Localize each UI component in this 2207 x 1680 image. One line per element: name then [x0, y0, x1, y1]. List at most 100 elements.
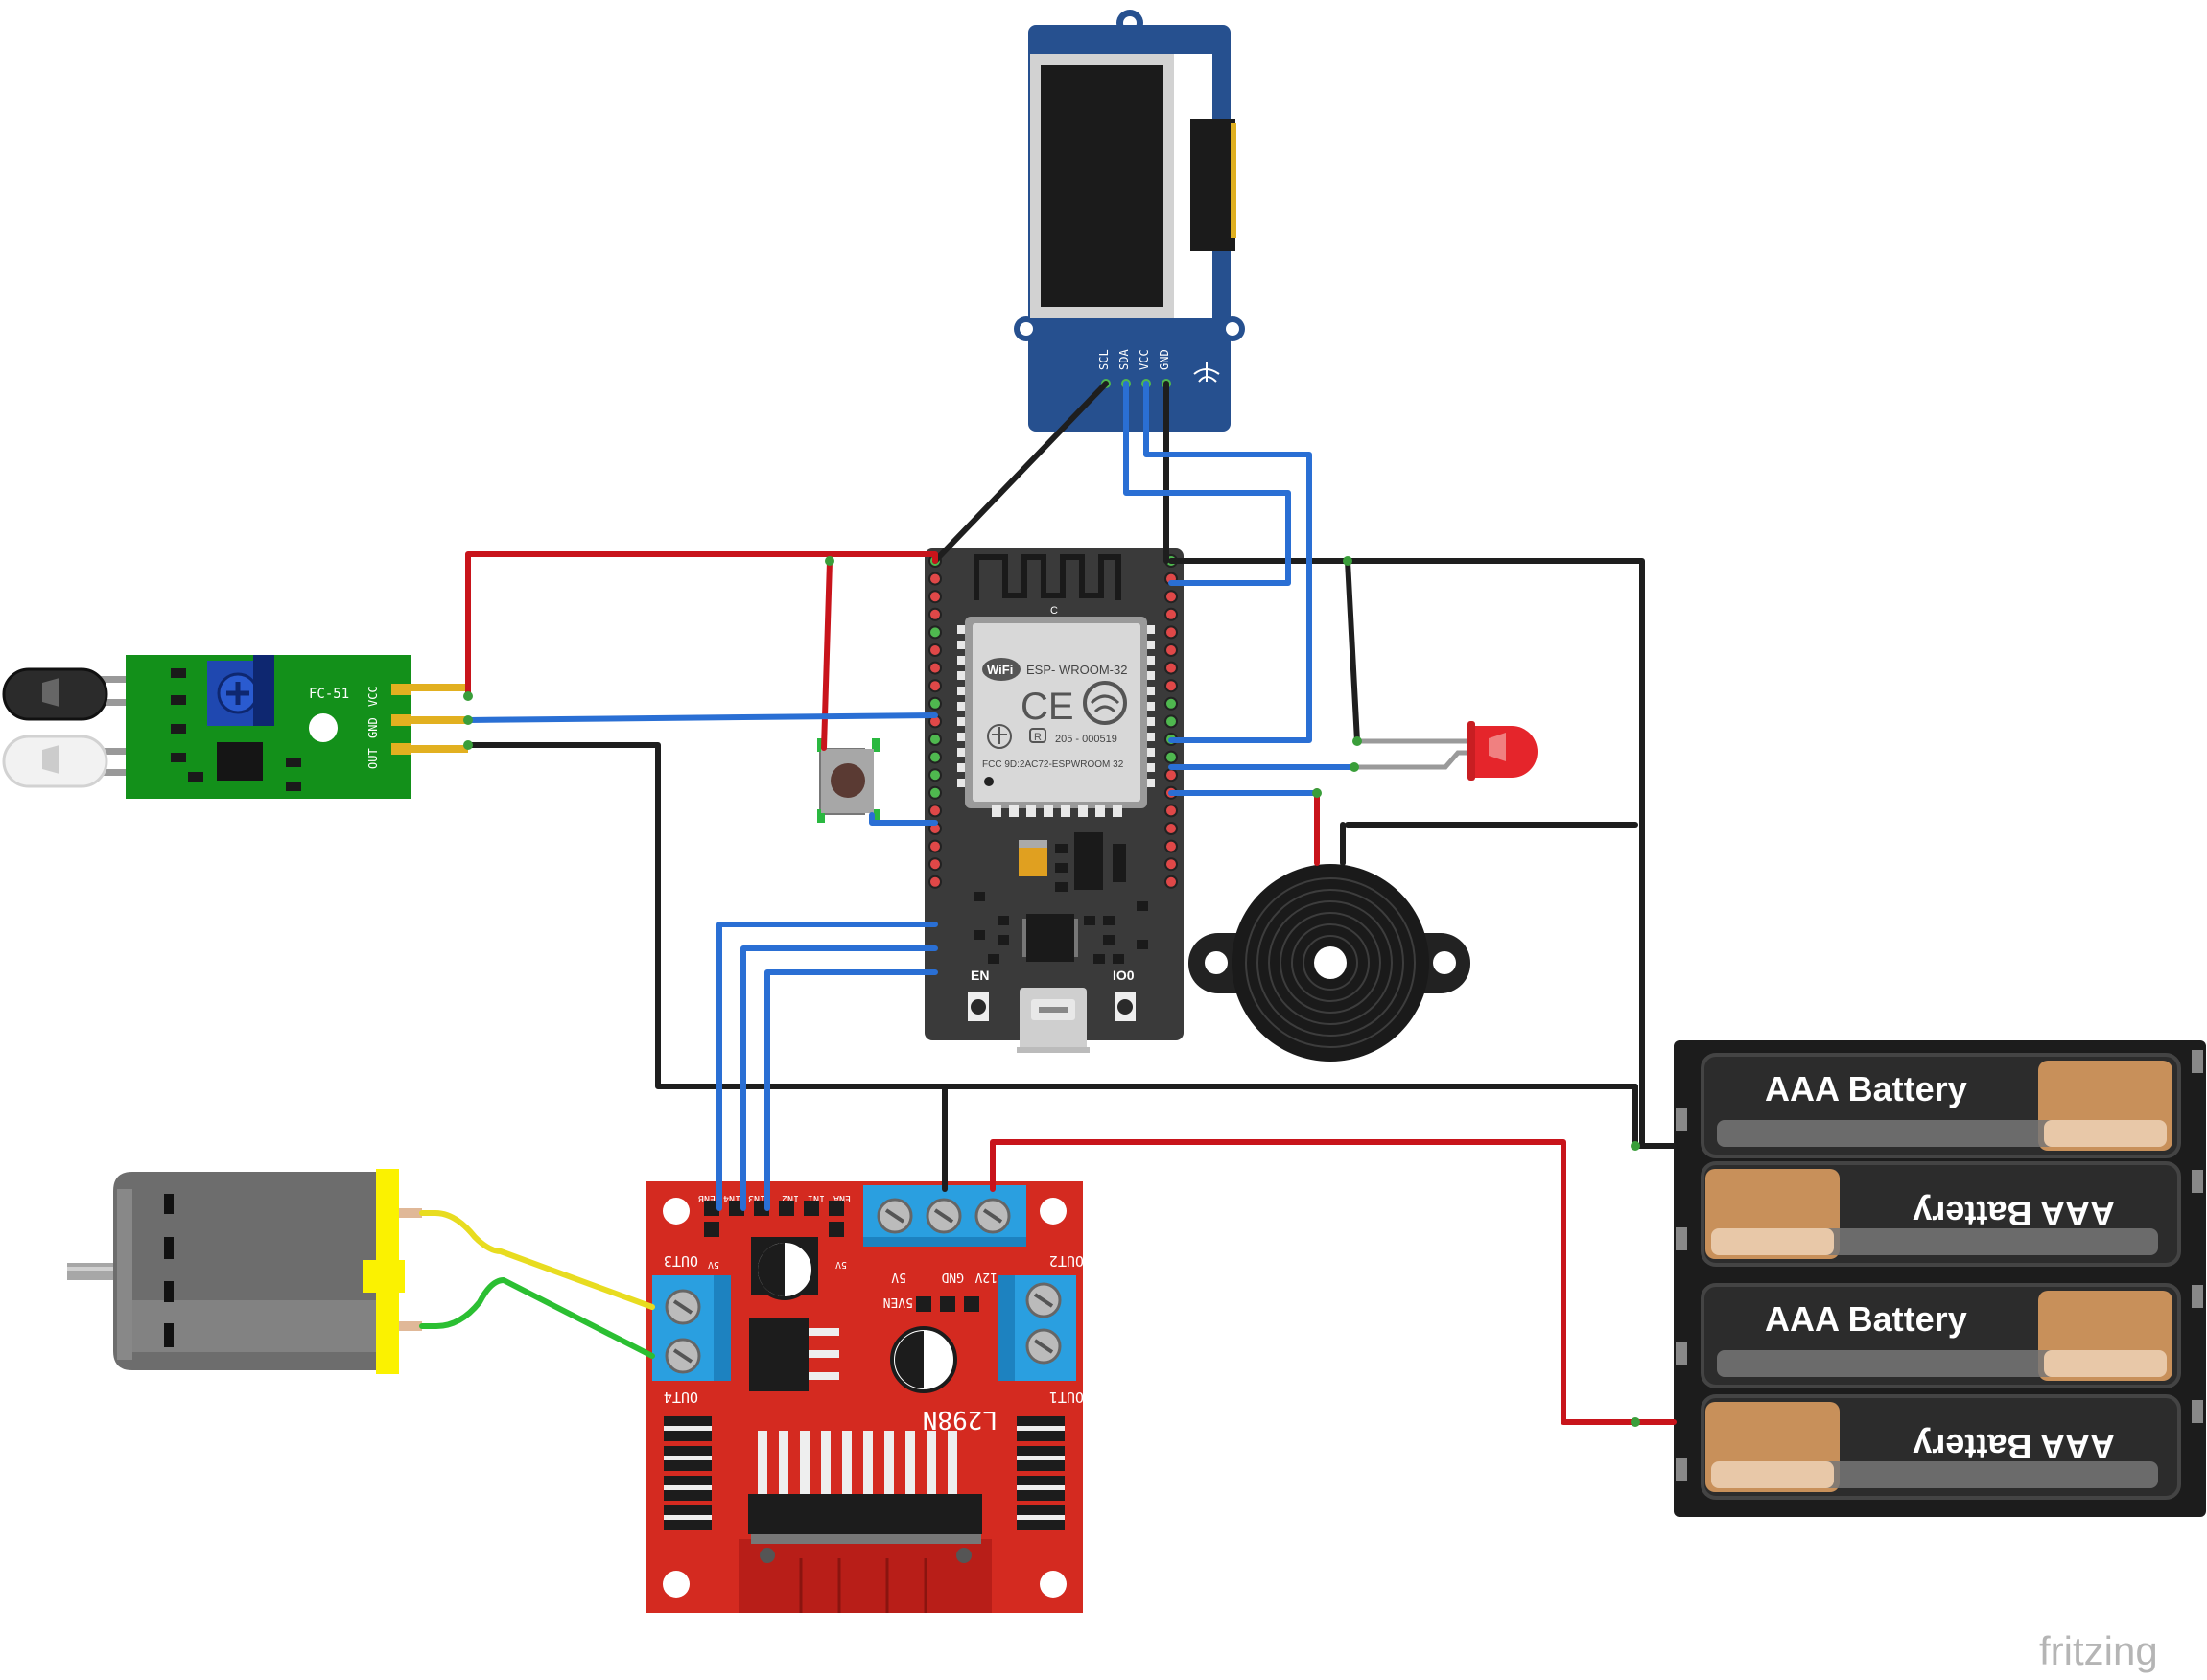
esp32-module-name: ESP- WROOM-32: [1026, 663, 1127, 677]
esp32-pin[interactable]: [928, 785, 942, 800]
wifi-logo-icon: WiFi: [982, 658, 1021, 681]
battery-contact: [1676, 1227, 1687, 1250]
ir-led-dark-icon: [2, 667, 144, 721]
l298n-out1-out2-terminal[interactable]: [998, 1275, 1076, 1381]
ir-sensor-model-label: FC-51: [309, 687, 349, 702]
oled-pin-vcc-label: VCC: [1138, 349, 1151, 370]
l298n-out4-label: OUT4: [664, 1388, 698, 1406]
esp32-en-button[interactable]: [968, 992, 989, 1021]
l298n-driver-board: ENB IN4 IN3 IN2 IN1 ENA 5V 5V 5VEN: [646, 1181, 1084, 1613]
l298n-header-5v-b: 5V: [835, 1259, 847, 1270]
esp32-pin[interactable]: [1164, 804, 1178, 818]
battery-contact: [2192, 1285, 2203, 1308]
esp32-regulator: [1019, 844, 1047, 876]
esp32-antenna-mark: C: [1050, 605, 1058, 617]
red-led-icon: [1354, 721, 1538, 781]
battery-contact: [2192, 1050, 2203, 1073]
esp32-pin[interactable]: [1164, 625, 1178, 640]
esp32-pin[interactable]: [928, 875, 942, 889]
l298n-header-in1: IN1: [808, 1193, 825, 1203]
battery-contact: [2192, 1170, 2203, 1193]
esp32-ce-mark: CE: [1021, 686, 1074, 728]
esp32-pin[interactable]: [1164, 696, 1178, 711]
l298n-out3-out4-terminal[interactable]: [652, 1275, 731, 1381]
l298n-header-in2: IN2: [782, 1193, 799, 1203]
esp32-pin[interactable]: [1164, 822, 1178, 835]
battery-label: AAA Battery: [1765, 1069, 1967, 1108]
oled-pin-gnd-label: GND: [1158, 349, 1171, 370]
esp32-telec-icon: [987, 724, 1012, 749]
ir-sensor-pins[interactable]: [391, 684, 468, 755]
svg-text:R: R: [1034, 732, 1042, 743]
battery-contact: [1676, 1108, 1687, 1131]
ir-sensor-comparator-chip: [217, 742, 263, 781]
esp32-pin[interactable]: [1164, 590, 1178, 604]
battery-label: AAA Battery: [1765, 1299, 1967, 1339]
l298n-chip-label: L298N: [923, 1405, 998, 1434]
l298n-power-terminal[interactable]: [863, 1185, 1026, 1247]
esp32-pin[interactable]: [928, 572, 942, 586]
esp32-pin[interactable]: [928, 733, 942, 746]
esp32-pin[interactable]: [928, 857, 942, 872]
esp32-pin[interactable]: [928, 750, 942, 764]
l298n-header-ena: ENA: [833, 1193, 851, 1203]
l298n-header-in4: IN4: [723, 1193, 740, 1203]
l298n-5ven-jumper[interactable]: [916, 1296, 979, 1312]
battery-contact: [1676, 1458, 1687, 1481]
esp32-right-header[interactable]: [1164, 554, 1178, 889]
oled-screen: [1041, 65, 1163, 307]
l298n-jumper-label: 5VEN: [883, 1295, 913, 1309]
esp32-pin[interactable]: [1164, 857, 1178, 872]
esp32-pin[interactable]: [1164, 679, 1178, 693]
l298n-regulator: [749, 1318, 809, 1391]
esp32-pin[interactable]: [1164, 768, 1178, 782]
esp32-boot-button[interactable]: [1115, 992, 1136, 1021]
esp32-io0-label: IO0: [1113, 968, 1135, 983]
esp32-pin[interactable]: [928, 643, 942, 657]
ir-sensor-module: FC-51 OUT GND VCC: [2, 655, 468, 799]
esp32-pin[interactable]: [1164, 607, 1178, 621]
esp32-cert-logo-icon: [1083, 681, 1127, 725]
battery-cell: AAA Battery: [1701, 1283, 2181, 1388]
esp32-pin[interactable]: [928, 804, 942, 818]
esp32-pin[interactable]: [928, 679, 942, 693]
battery-label: AAA Battery: [1913, 1194, 2115, 1233]
battery-cell: AAA Battery: [1701, 1053, 2181, 1158]
l298n-header-enb: ENB: [698, 1193, 716, 1203]
dc-motor-icon: [67, 1169, 422, 1374]
l298n-out2-label: OUT2: [1049, 1252, 1084, 1270]
buzzer-icon: [1188, 864, 1470, 1062]
ir-sensor-vcc-label: VCC: [366, 686, 380, 707]
push-button[interactable]: [817, 738, 880, 823]
esp32-pin[interactable]: [928, 696, 942, 711]
esp32-pin[interactable]: [1164, 714, 1178, 729]
l298n-header-5v-a: 5V: [708, 1259, 719, 1270]
esp32-pin[interactable]: [1164, 750, 1178, 764]
esp32-pin[interactable]: [928, 590, 942, 604]
esp32-pin[interactable]: [928, 839, 942, 853]
battery-contact: [2192, 1400, 2203, 1423]
l298n-12v-label: 12V: [974, 1270, 998, 1284]
oled-logo-icon: [1193, 362, 1220, 383]
ir-led-clear-icon: [2, 735, 144, 788]
esp32-pin[interactable]: [928, 661, 942, 675]
oled-pin-scl-label: SCL: [1097, 349, 1111, 370]
wires: [419, 381, 1677, 1427]
ir-sensor-smd-parts: [171, 668, 301, 791]
esp32-pin[interactable]: [928, 768, 942, 782]
esp32-pin[interactable]: [1164, 661, 1178, 675]
esp32-pin[interactable]: [1164, 643, 1178, 657]
oled-flex-connector: [1190, 119, 1235, 251]
battery-label: AAA Battery: [1913, 1427, 2115, 1466]
esp32-pin[interactable]: [1164, 875, 1178, 889]
esp32-pin[interactable]: [1164, 839, 1178, 853]
fritzing-label: fritzing: [2039, 1628, 2158, 1673]
battery-contact: [1676, 1342, 1687, 1365]
esp32-pin[interactable]: [928, 607, 942, 621]
esp32-pin[interactable]: [928, 625, 942, 640]
esp32-fcc-id: FCC 9D:2AC72-ESPWROOM 32: [982, 759, 1124, 770]
esp32-usb-uart-chip: [1026, 914, 1074, 962]
oled-pin-sda-label: SDA: [1117, 349, 1131, 370]
